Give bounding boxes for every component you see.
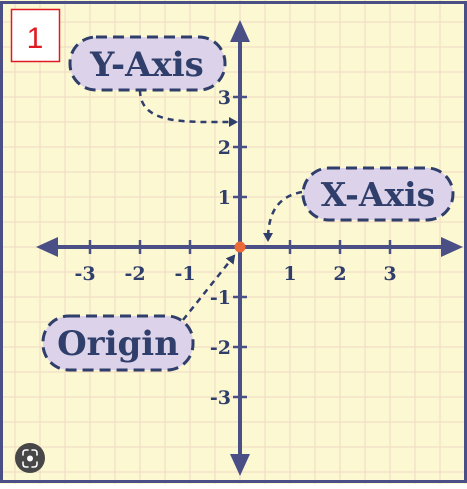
y-axis-bottom-arrowhead — [230, 454, 250, 476]
y-axis-pointer-arrow — [138, 89, 238, 128]
origin-callout: Origin — [41, 314, 195, 372]
origin-callout-label: Origin — [57, 324, 179, 364]
origin-point — [234, 241, 246, 253]
x-tick-label: 3 — [383, 263, 396, 285]
lens-icon[interactable] — [15, 443, 45, 473]
y-axis-top-arrowhead — [230, 20, 250, 42]
x-axis-callout-label: X-Axis — [321, 175, 436, 214]
y-tick-label: 3 — [218, 87, 231, 109]
origin-pointer-arrow — [182, 254, 236, 321]
y-tick-label: -1 — [210, 287, 231, 309]
y-tick-label: 2 — [218, 137, 231, 159]
x-tick-label: -3 — [74, 263, 95, 285]
origin-callout-box — [41, 314, 195, 372]
x-axis-callout-box — [301, 166, 455, 222]
x-axis-callout: X-Axis — [301, 166, 455, 222]
y-axis-callout-box — [68, 35, 227, 92]
y-axis-callout-label: Y-Axis — [89, 45, 204, 85]
y-axis-ticks: 3 2 1 -1 -2 -3 — [210, 87, 247, 409]
y-tick-label: 1 — [218, 187, 231, 209]
x-axis-right-arrowhead — [441, 237, 463, 257]
x-axis-left-arrowhead — [36, 237, 58, 257]
x-axis-pointer-arrow — [263, 190, 303, 242]
x-axis-ticks: -3 -2 -1 1 2 3 — [74, 240, 397, 285]
x-tick-label: 1 — [283, 263, 296, 285]
y-tick-label: -2 — [210, 337, 231, 359]
y-axis-callout: Y-Axis — [68, 35, 227, 92]
x-tick-label: -2 — [124, 263, 145, 285]
x-tick-label: 2 — [333, 263, 346, 285]
badge-box — [10, 8, 61, 63]
y-tick-label: -3 — [210, 387, 231, 409]
badge-number: 1 — [27, 22, 44, 55]
x-tick-label: -1 — [174, 263, 195, 285]
